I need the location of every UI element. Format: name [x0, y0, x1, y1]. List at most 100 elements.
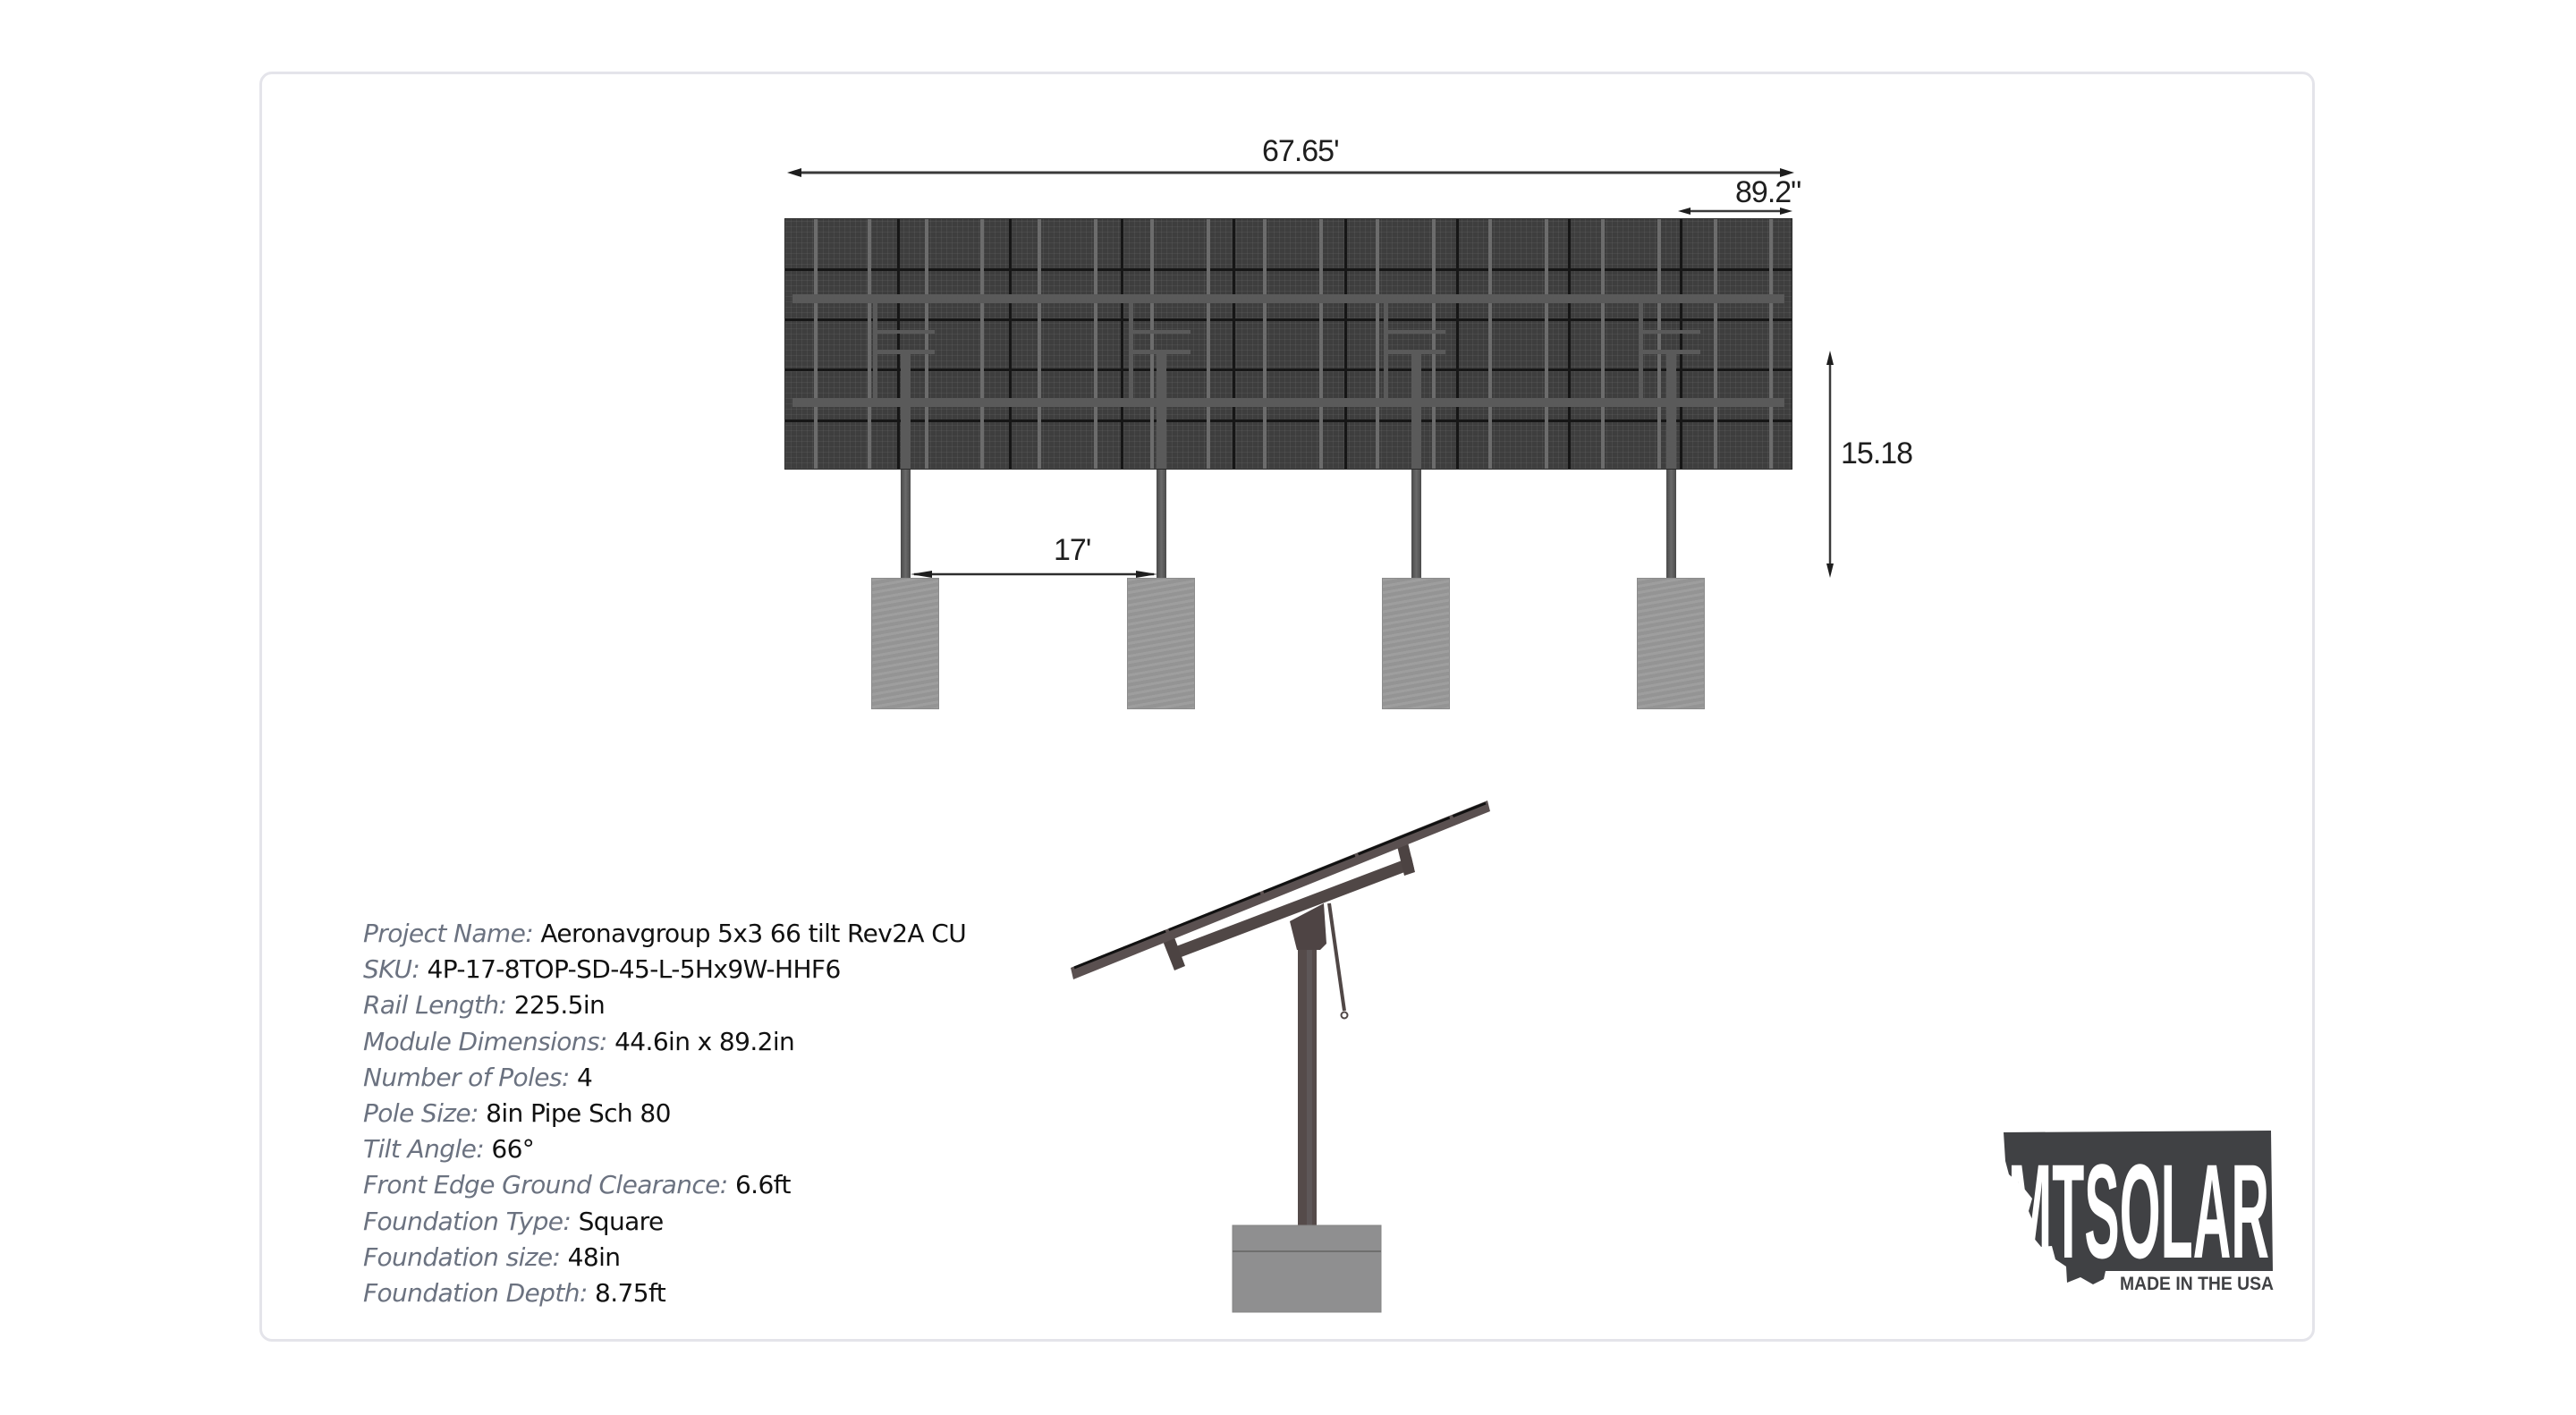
strut: [1388, 350, 1445, 354]
purlin: [1038, 219, 1041, 469]
strut: [1384, 303, 1388, 398]
spec-foundation-depth: Foundation Depth: 8.75ft: [363, 1275, 966, 1311]
module-col-divider: [1568, 219, 1571, 469]
spec-value: 8in Pipe Sch 80: [486, 1097, 671, 1128]
spec-value: 6.6ft: [734, 1170, 791, 1200]
purlin: [1263, 219, 1267, 469]
side-view-drawing: [1071, 801, 1490, 1313]
purlin: [1657, 219, 1661, 469]
spec-label: Foundation Depth:: [363, 1277, 588, 1308]
module-row-divider: [785, 268, 1792, 271]
spec-value: Square: [578, 1206, 665, 1236]
purlin: [1545, 219, 1548, 469]
overall-width-label: 67.65': [1262, 134, 1340, 168]
spec-module-dimensions: Module Dimensions: 44.6in x 89.2in: [363, 1024, 966, 1060]
spec-label: Front Edge Ground Clearance:: [363, 1170, 728, 1200]
spec-rail-length: Rail Length: 225.5in: [363, 987, 966, 1023]
solar-panel-array: [784, 218, 1792, 470]
spec-label: SKU:: [363, 954, 420, 985]
strut: [877, 330, 935, 334]
spec-foundation-type: Foundation Type: Square: [363, 1204, 966, 1240]
module-col-divider: [1456, 219, 1459, 469]
spec-value: 48in: [567, 1241, 621, 1272]
pole-top: [901, 353, 911, 469]
spec-front-edge-clearance: Front Edge Ground Clearance: 6.6ft: [363, 1167, 966, 1203]
spec-project-name: Project Name: Aeronavgroup 5x3 66 tilt R…: [363, 916, 967, 952]
module-width-label: 89.2": [1735, 175, 1801, 209]
purlin: [1150, 219, 1154, 469]
strut: [1643, 350, 1700, 354]
purlin: [1714, 219, 1717, 469]
spec-value: 44.6in x 89.2in: [614, 1026, 795, 1056]
spec-number-of-poles: Number of Poles: 4: [363, 1060, 966, 1096]
overall-width-dimension-arrow: [787, 168, 1794, 177]
spec-tilt-angle: Tilt Angle: 66°: [363, 1131, 966, 1167]
module-col-divider: [1009, 219, 1012, 469]
spec-label: Foundation size:: [363, 1241, 561, 1272]
module-row-divider: [785, 318, 1792, 321]
purlin: [1769, 219, 1773, 469]
strut: [1639, 303, 1643, 398]
side-panel-plane: [1071, 801, 1490, 979]
pole-3: [1411, 470, 1421, 579]
spec-label: Rail Length:: [363, 990, 507, 1021]
foundation-4: [1637, 578, 1705, 709]
horizontal-rail: [792, 398, 1784, 407]
module-col-divider: [1233, 219, 1235, 469]
spec-value: 225.5in: [513, 990, 606, 1021]
mtsolar-logo: MTSOLAR MADE IN THE USA: [2004, 1131, 2274, 1292]
project-specs: Project Name: Aeronavgroup 5x3 66 tilt R…: [363, 916, 967, 1311]
purlin: [1207, 219, 1210, 469]
pole-top: [1666, 353, 1676, 469]
logo-tagline: MADE IN THE USA: [2120, 1274, 2274, 1292]
spec-label: Foundation Type:: [363, 1206, 572, 1236]
height-dimension-arrow: [1826, 351, 1834, 578]
module-row-divider: [785, 419, 1792, 422]
spec-sku: SKU: 4P-17-8TOP-SD-45-L-5Hx9W-HHF6: [363, 952, 966, 987]
purlin: [1432, 219, 1436, 469]
strut: [1133, 330, 1191, 334]
height-label: 15.18: [1841, 436, 1913, 470]
module-row-divider: [785, 369, 1792, 371]
strut: [873, 303, 877, 398]
purlin: [1376, 219, 1379, 469]
pole-spacing-dimension-arrow: [911, 571, 1157, 578]
purlin: [1488, 219, 1492, 469]
pole-4: [1666, 470, 1676, 579]
purlin: [814, 219, 818, 469]
pole-top: [1411, 353, 1421, 469]
purlin: [925, 219, 928, 469]
strut: [1129, 303, 1133, 398]
foundation-2: [1127, 578, 1195, 709]
module-col-divider: [1680, 219, 1682, 469]
purlin: [1319, 219, 1323, 469]
module-col-divider: [1344, 219, 1347, 469]
spec-value: Aeronavgroup 5x3 66 tilt Rev2A CU: [540, 919, 967, 948]
spec-value: 8.75ft: [595, 1277, 666, 1308]
module-width-dimension-arrow: [1678, 208, 1792, 215]
module-col-divider: [897, 219, 900, 469]
spec-value: 4: [577, 1062, 593, 1092]
spec-pole-size: Pole Size: 8in Pipe Sch 80: [363, 1096, 966, 1131]
strut: [1388, 330, 1445, 334]
purlin: [1601, 219, 1605, 469]
spec-value: 66°: [491, 1134, 535, 1165]
foundation-3: [1382, 578, 1450, 709]
spec-label: Project Name:: [363, 919, 534, 948]
strut: [1133, 350, 1191, 354]
strut: [877, 350, 935, 354]
pole-top: [1157, 353, 1166, 469]
pole-spacing-label: 17': [1054, 533, 1091, 567]
pole-1: [901, 470, 911, 579]
logo-wordmark: MTSOLAR: [2008, 1136, 2269, 1286]
purlin: [1094, 219, 1097, 469]
spec-label: Module Dimensions:: [363, 1026, 607, 1056]
spec-label: Tilt Angle:: [363, 1134, 485, 1165]
module-col-divider: [1121, 219, 1123, 469]
side-foundation: [1232, 1224, 1382, 1313]
strut: [1643, 330, 1700, 334]
pole-2: [1157, 470, 1166, 579]
spec-label: Pole Size:: [363, 1097, 479, 1128]
spec-value: 4P-17-8TOP-SD-45-L-5Hx9W-HHF6: [427, 954, 841, 985]
side-crossbar: [1176, 857, 1414, 958]
